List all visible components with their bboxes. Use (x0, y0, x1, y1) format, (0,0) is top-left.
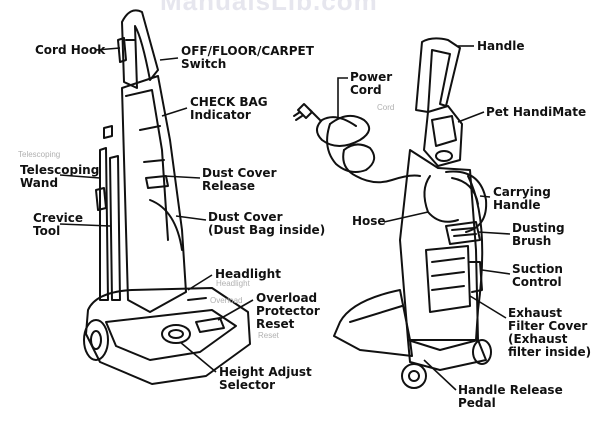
label-height-adjust-selector: Height Adjust Selector (219, 365, 312, 392)
ghost-telescoping: Telescoping (18, 150, 61, 159)
label-check-bag-indicator: CHECK BAG Indicator (190, 95, 268, 122)
label-carrying-handle: Carrying Handle (493, 185, 551, 212)
label-overload-protector-reset: Overload Protector Reset (256, 291, 320, 331)
leader-dusting-brush (477, 231, 511, 235)
leader-lines (59, 45, 511, 391)
ghost-reset: Reset (258, 331, 279, 340)
ghost-headlight: Headlight (216, 279, 250, 288)
leader-crevice-tool (59, 223, 111, 227)
ghost-cord: Cord (377, 103, 395, 112)
leader-overload (217, 299, 254, 321)
front-vacuum-illustration (83, 9, 251, 385)
label-hose: Hose (352, 214, 386, 228)
label-dusting-brush: Dusting Brush (512, 221, 565, 248)
label-handle: Handle (477, 39, 525, 53)
label-off-floor-carpet-switch: OFF/FLOOR/CARPET Switch (181, 44, 314, 71)
label-dust-cover: Dust Cover (Dust Bag inside) (208, 210, 326, 237)
label-dust-cover-release: Dust Cover Release (202, 166, 277, 193)
ghost-overload: Overload (210, 296, 243, 305)
rear-vacuum-illustration (293, 37, 492, 389)
leader-dust-cover-release (163, 175, 201, 179)
leader-off-floor-carpet (159, 57, 179, 61)
leader-dust-cover (175, 215, 207, 221)
leader-hose (383, 211, 429, 223)
leader-power-cord (337, 77, 348, 118)
label-telescoping-wand: Telescoping Wand (20, 163, 100, 190)
leader-handle-release (423, 359, 457, 391)
watermark: ManualsLib.com (160, 0, 378, 16)
label-cord-hook: Cord Hook (35, 43, 106, 57)
leader-suction-control (481, 269, 511, 275)
leader-headlight (187, 274, 213, 291)
label-power-cord: Power Cord (350, 70, 393, 97)
leader-height-adjust (179, 341, 217, 373)
label-exhaust-filter-cover: Exhaust Filter Cover (Exhaust filter ins… (508, 306, 592, 359)
leader-check-bag (161, 107, 188, 117)
leader-carrying-handle (479, 195, 491, 198)
leader-exhaust-filter (469, 295, 507, 319)
label-suction-control: Suction Control (512, 262, 563, 289)
label-headlight: Headlight (215, 267, 281, 281)
leader-telescoping-wand (59, 174, 101, 179)
leader-pet-handimate (457, 111, 485, 123)
label-crevice-tool: Crevice Tool (33, 211, 84, 238)
label-handle-release-pedal: Handle Release Pedal (458, 383, 563, 410)
label-pet-handimate: Pet HandiMate (486, 105, 587, 119)
leader-cord-hook (95, 47, 121, 51)
